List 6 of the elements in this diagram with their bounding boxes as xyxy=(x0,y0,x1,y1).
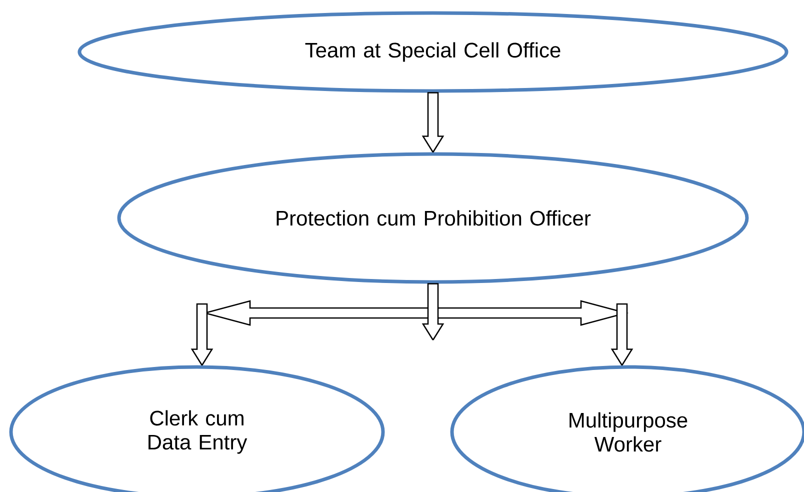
ellipse-node: Protection cum Prohibition Officer xyxy=(117,152,749,284)
block-arrow xyxy=(190,303,214,366)
block-arrow xyxy=(610,303,634,366)
block-arrow xyxy=(422,283,444,342)
ellipse-node: Team at Special Cell Office xyxy=(78,11,788,93)
block-arrow xyxy=(422,92,444,154)
